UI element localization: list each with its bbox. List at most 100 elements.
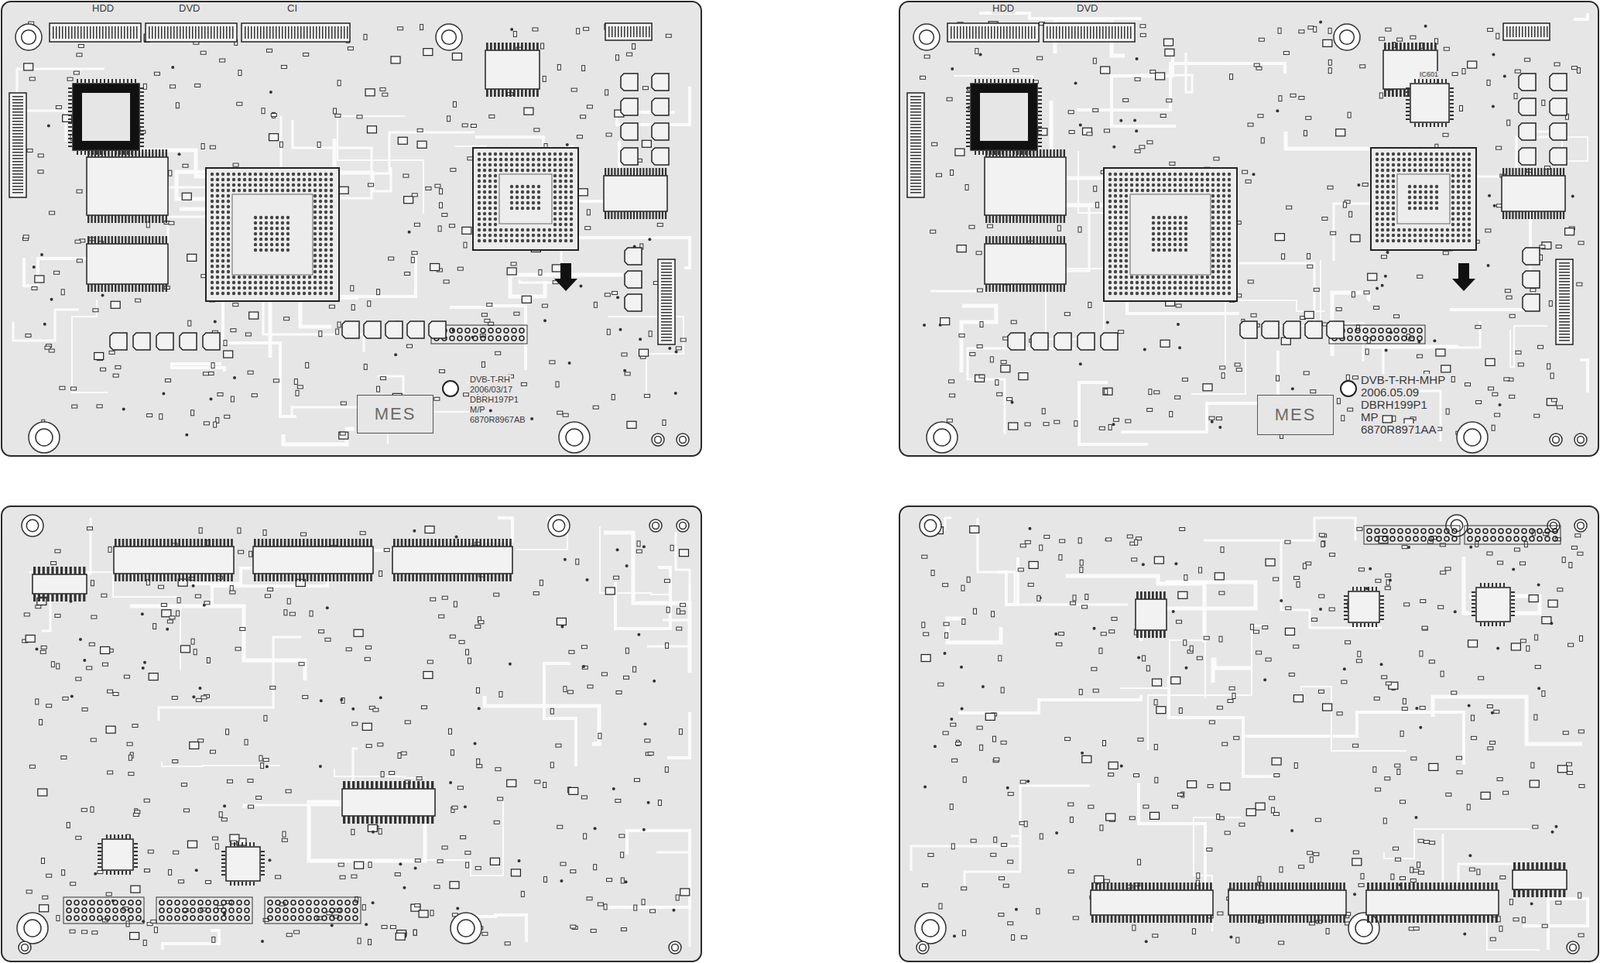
connector-pin (910, 111, 922, 114)
bga-ball (542, 228, 546, 232)
connector-pin (201, 26, 203, 39)
bga-ball (329, 237, 333, 241)
smd-part (110, 301, 120, 309)
connector-pin (661, 268, 672, 271)
chip-pin (141, 236, 144, 244)
smd-resistor (340, 401, 347, 405)
bga-ball (270, 188, 274, 192)
smd-resistor (1436, 427, 1443, 431)
bga-ball (210, 183, 214, 187)
chip-pin (655, 211, 658, 220)
smd-resistor (1154, 390, 1160, 395)
smd-resistor (333, 108, 337, 114)
smd-resistor (1099, 426, 1105, 430)
smd-resistor (434, 397, 440, 401)
bga-ball (526, 152, 530, 156)
connector-pin (1031, 26, 1033, 39)
chip-pin (124, 149, 127, 158)
smd-resistor (949, 394, 956, 398)
bga-ball (520, 206, 525, 210)
bga-ball (248, 172, 252, 176)
smd-resistor (450, 167, 456, 172)
connector-pin (61, 26, 64, 39)
bga-ball (313, 248, 317, 252)
chip-pin (161, 236, 164, 244)
chip-pin (68, 118, 72, 120)
bga-ball (210, 226, 214, 230)
connector-pin (256, 26, 259, 39)
connector-pin (993, 26, 996, 39)
bga-ball (488, 185, 492, 189)
via (1432, 339, 1436, 343)
bga-ball (313, 286, 317, 290)
bga-ball (226, 205, 230, 209)
connector-pin (1071, 26, 1073, 39)
smd-resistor (251, 394, 257, 398)
connector-pin (12, 130, 24, 132)
smd-resistor (481, 361, 485, 367)
via (489, 409, 493, 413)
smd-resistor (1092, 58, 1097, 64)
chip-pin (90, 149, 93, 158)
smd-part (1202, 383, 1213, 391)
smd-resistor (59, 386, 66, 390)
bga-ball (531, 233, 535, 237)
bga-ball (237, 291, 241, 295)
bga-ball (232, 275, 236, 279)
bga-ball (275, 226, 279, 230)
bga-ball (324, 286, 328, 290)
bga-ball (237, 286, 241, 290)
bga-ball (237, 275, 241, 279)
bga-ball (324, 253, 328, 257)
bga-ball (232, 291, 236, 295)
smd-part (1367, 273, 1378, 281)
smd-part (404, 196, 414, 204)
bga-ball (308, 183, 312, 187)
chip-pin (633, 167, 635, 176)
smd-part (1336, 129, 1346, 137)
connector-pin (216, 26, 219, 39)
smd-resistor (680, 338, 686, 342)
bga-ball (558, 163, 562, 167)
bga-ball (520, 185, 525, 189)
via (1384, 274, 1388, 278)
chip-pin (626, 167, 629, 176)
bga-ball (318, 178, 323, 182)
bga-ball (504, 239, 508, 243)
via (950, 67, 954, 71)
smd-resistor (317, 141, 321, 148)
smd-part (626, 421, 637, 429)
connector-pin (195, 26, 197, 39)
connector-pin (1130, 26, 1132, 39)
bga-ball (569, 228, 573, 232)
chip-pin (134, 149, 137, 158)
smd-resistor (1303, 371, 1309, 375)
smd-resistor (1147, 407, 1153, 412)
smd-resistor (1509, 314, 1515, 318)
bga-ball (318, 183, 323, 187)
bga-ball (542, 152, 546, 156)
chip-pin (158, 215, 161, 223)
smd-resistor (1557, 405, 1563, 409)
smd-resistor (1140, 24, 1146, 28)
connector-pin (1034, 26, 1036, 39)
bga-ball (537, 195, 541, 199)
via (1319, 20, 1323, 24)
bga-ball (488, 201, 492, 205)
smd-resistor (200, 51, 206, 55)
smd-resistor (420, 24, 424, 31)
bga-ball (564, 174, 568, 178)
connector-pin (12, 145, 24, 148)
bga-ball (329, 232, 333, 236)
smd-resistor (1277, 27, 1282, 34)
smd-resistor (1147, 140, 1153, 144)
chip-pin (140, 102, 144, 105)
smd-resistor (986, 224, 993, 228)
smd-resistor (959, 333, 965, 337)
connector-pin (661, 305, 672, 308)
bga-ball (286, 280, 290, 285)
bga-ball (520, 157, 525, 162)
bga-ball (537, 228, 541, 232)
chip-pin (124, 215, 127, 223)
bga-ball (324, 210, 328, 214)
